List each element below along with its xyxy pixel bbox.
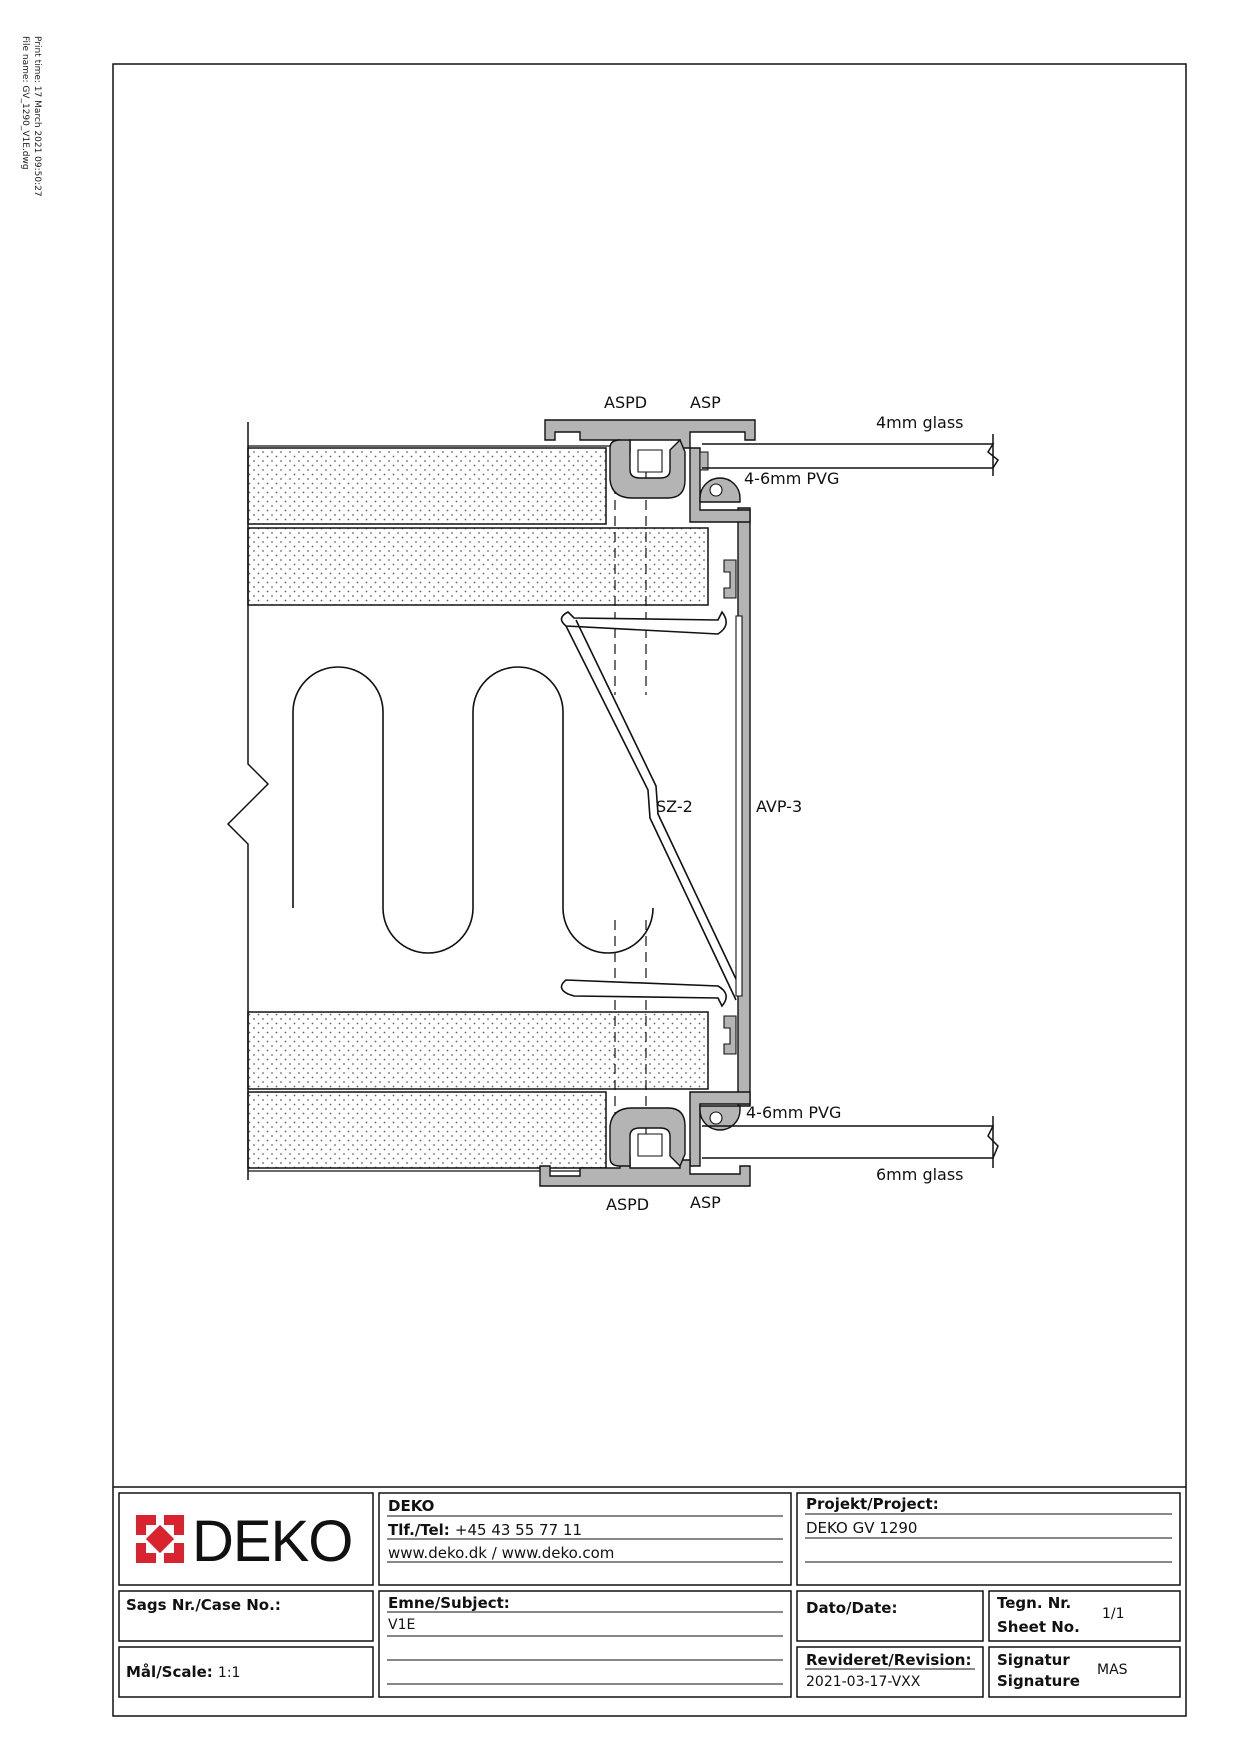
project-label: Projekt/Project: <box>806 1495 939 1513</box>
label-pvg-top: 4-6mm PVG <box>744 469 839 488</box>
label-glass-bottom: 6mm glass <box>876 1165 964 1184</box>
signature-value: MAS <box>1097 1662 1128 1678</box>
avp3-profile <box>689 447 751 1167</box>
company-name: DEKO <box>388 1497 435 1515</box>
insulation-panels <box>247 445 709 1172</box>
signature-label-2: Signature <box>997 1672 1080 1690</box>
case-label: Sags Nr./Case No.: <box>126 1596 281 1614</box>
sheet-label-2: Sheet No. <box>997 1618 1080 1636</box>
label-pvg-bottom: 4-6mm PVG <box>746 1103 841 1122</box>
label-asp-top: ASP <box>690 393 721 412</box>
glass-panes <box>702 434 999 1168</box>
website-link[interactable]: www.deko.dk / www.deko.com <box>388 1544 615 1562</box>
label-aspd-top: ASPD <box>604 393 647 412</box>
label-glass-top: 4mm glass <box>876 413 964 432</box>
scale-value: 1:1 <box>217 1665 241 1681</box>
insulation-panel-4 <box>247 1091 607 1169</box>
sz2-bracket <box>560 610 745 1008</box>
revision-label: Revideret/Revision: <box>806 1651 972 1669</box>
label-aspd-bottom: ASPD <box>606 1195 649 1214</box>
phone-label: Tlf./Tel: <box>388 1521 450 1539</box>
deko-logo-mark <box>136 1515 184 1563</box>
dashed-center-lines <box>614 468 647 1146</box>
subject-value: V1E <box>388 1617 416 1633</box>
signature-label-1: Signatur <box>997 1651 1070 1669</box>
scale-label: Mål/Scale: <box>126 1663 213 1681</box>
revision-value: 2021-03-17-VXX <box>806 1674 921 1690</box>
scale-line: Mål/Scale: 1:1 <box>126 1662 240 1681</box>
date-label: Dato/Date: <box>806 1599 898 1617</box>
wall-break-line <box>226 422 270 1180</box>
pvg-gaskets <box>699 477 741 1131</box>
subject-label: Emne/Subject: <box>388 1594 510 1612</box>
title-block-frame <box>113 1486 1186 1698</box>
sheet-label-1: Tegn. Nr. <box>997 1594 1072 1612</box>
top-cap-profile <box>544 419 756 499</box>
sheet-value: 1/1 <box>1102 1606 1125 1622</box>
bottom-cap-profile <box>539 1107 751 1187</box>
label-sz2: SZ-2 <box>656 797 693 816</box>
phone-line: Tlf./Tel: +45 43 55 77 11 <box>388 1520 582 1539</box>
sheet-frame <box>112 63 1187 1717</box>
insulation-panel-2 <box>247 527 709 606</box>
label-avp3: AVP-3 <box>756 797 802 816</box>
serpentine-heating-pipe <box>292 666 654 954</box>
project-value: DEKO GV 1290 <box>806 1519 918 1537</box>
label-asp-bottom: ASP <box>690 1193 721 1212</box>
deko-logo-text: DEKO <box>192 1509 353 1574</box>
insulation-panel-1 <box>247 447 607 525</box>
insulation-panel-3 <box>247 1011 709 1090</box>
phone-number: +45 43 55 77 11 <box>454 1521 582 1539</box>
